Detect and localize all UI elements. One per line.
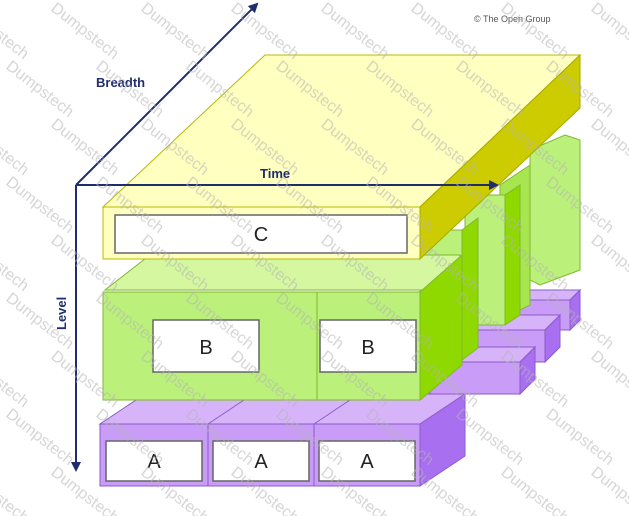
breadth-axis-label: Breadth xyxy=(96,75,145,90)
box-c-label: C xyxy=(254,224,268,246)
box-a-1-label: A xyxy=(147,451,161,473)
watermark-text: Dumpstech xyxy=(543,406,617,469)
watermark-text: Dumpstech xyxy=(0,348,32,411)
breadth-axis-arrow xyxy=(75,2,259,186)
watermark-text: Dumpstech xyxy=(228,0,302,63)
watermark-text: Dumpstech xyxy=(0,116,32,179)
box-a-3: A xyxy=(318,440,416,482)
watermark-text: Dumpstech xyxy=(3,174,77,237)
level-axis-label: Level xyxy=(54,297,69,330)
watermark-text: Dumpstech xyxy=(3,58,77,121)
watermark-text: Dumpstech xyxy=(498,0,572,63)
box-a-2: A xyxy=(212,440,310,482)
watermark-text: Dumpstech xyxy=(408,0,482,63)
time-axis-label: Time xyxy=(260,166,290,181)
axes: Breadth Time Level xyxy=(54,2,499,472)
box-c: C xyxy=(114,214,408,254)
copyright-text: © The Open Group xyxy=(474,14,551,24)
watermark-text: Dumpstech xyxy=(588,464,629,516)
box-b-1-label: B xyxy=(199,337,212,359)
watermark-text: Dumpstech xyxy=(3,406,77,469)
box-a-2-label: A xyxy=(254,451,268,473)
watermark-text: Dumpstech xyxy=(318,0,392,63)
box-b-1: B xyxy=(152,319,260,373)
watermark-text: Dumpstech xyxy=(408,464,482,516)
box-a-3-label: A xyxy=(360,451,374,473)
watermark-text: Dumpstech xyxy=(498,464,572,516)
watermark-text: Dumpstech xyxy=(48,116,122,179)
watermark-text: Dumpstech xyxy=(0,464,32,516)
watermark-text: Dumpstech xyxy=(48,0,122,63)
watermark-text: Dumpstech xyxy=(588,348,629,411)
box-b-2: B xyxy=(319,319,417,373)
box-a-1: A xyxy=(105,440,203,482)
layer-b-back xyxy=(419,134,581,361)
watermark-text: Dumpstech xyxy=(0,0,32,63)
watermark-text: Dumpstech xyxy=(0,232,32,295)
watermark-text: Dumpstech xyxy=(138,0,212,63)
watermark-text: Dumpstech xyxy=(588,116,629,179)
watermark-text: Dumpstech xyxy=(588,0,629,63)
box-b-2-label: B xyxy=(361,337,374,359)
watermark-text: Dumpstech xyxy=(588,232,629,295)
